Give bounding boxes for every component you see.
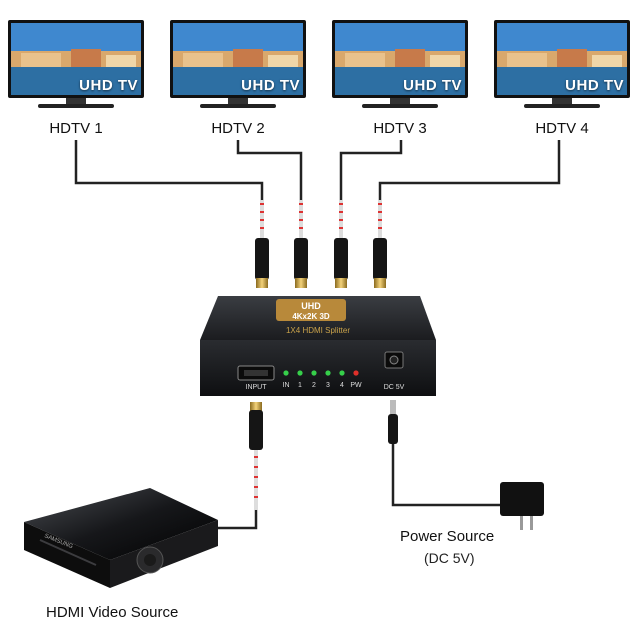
tv-screen: UHD TV <box>8 20 144 98</box>
led-pw <box>353 370 359 376</box>
splitter-model: 1X4 HDMI Splitter <box>286 326 350 335</box>
cable-power <box>391 444 500 507</box>
hdtv-2: UHD TV <box>170 20 306 110</box>
splitter-badge-line1: UHD <box>301 301 321 311</box>
tv-brand: UHD TV <box>241 77 300 94</box>
braided-cable-input <box>254 450 258 510</box>
hdmi-plug-4 <box>373 238 387 288</box>
led-label-2: 2 <box>312 382 316 389</box>
tv-picture <box>497 23 627 95</box>
led-indicators: IN 1 2 3 4 PW <box>283 370 362 389</box>
led-label-pw: PW <box>350 382 362 389</box>
hdtv-1-label: HDTV 1 <box>49 120 103 137</box>
dc-port-label: DC 5V <box>384 384 405 391</box>
tv-picture <box>173 23 303 95</box>
tv-screen: UHD TV <box>170 20 306 98</box>
led-4 <box>339 370 345 376</box>
tv-base <box>200 104 276 108</box>
hdtv-2-label: HDTV 2 <box>211 120 265 137</box>
cable-hdtv3 <box>339 140 403 200</box>
hdtv-4: UHD TV <box>494 20 630 110</box>
tv-base <box>38 104 114 108</box>
cable-video-source <box>215 510 258 530</box>
tv-base <box>362 104 438 108</box>
cable-hdtv2 <box>236 140 303 200</box>
hdtv-3: UHD TV <box>332 20 468 110</box>
tv-picture <box>11 23 141 95</box>
power-source-subtitle: (DC 5V) <box>424 550 475 566</box>
led-1 <box>297 370 303 376</box>
led-label-1: 1 <box>298 382 302 389</box>
power-adapter <box>500 482 544 530</box>
led-label-4: 4 <box>340 382 344 389</box>
video-source-label: HDMI Video Source <box>46 604 179 621</box>
hdmi-plug-2 <box>294 238 308 288</box>
cable-hdtv4 <box>378 140 561 200</box>
led-in <box>283 370 289 376</box>
input-port-label: INPUT <box>246 384 268 391</box>
hdtv-3-label: HDTV 3 <box>373 120 427 137</box>
tv-stand <box>390 98 410 104</box>
tv-base <box>524 104 600 108</box>
tv-brand: UHD TV <box>565 77 624 94</box>
dc-plug <box>388 400 398 444</box>
led-2 <box>311 370 317 376</box>
tv-screen: UHD TV <box>494 20 630 98</box>
hdmi-splitter: UHD 4Kx2K 3D 1X4 HDMI Splitter INPUT DC … <box>200 296 436 396</box>
cable-hdtv1 <box>74 140 264 200</box>
hdmi-plug-3 <box>334 238 348 288</box>
braided-cable-segments <box>260 200 382 238</box>
tv-picture <box>335 23 465 95</box>
led-label-in: IN <box>283 382 290 389</box>
led-3 <box>325 370 331 376</box>
led-label-3: 3 <box>326 382 330 389</box>
tv-stand <box>66 98 86 104</box>
tv-brand: UHD TV <box>403 77 462 94</box>
hdmi-plug-input <box>249 402 263 450</box>
hdtv-1: UHD TV <box>8 20 144 110</box>
hdmi-plug-1 <box>255 238 269 288</box>
power-source-title: Power Source <box>400 528 495 545</box>
splitter-badge-line2: 4Kx2K 3D <box>292 312 330 321</box>
video-player: SAMSUNG <box>24 488 218 588</box>
tv-screen: UHD TV <box>332 20 468 98</box>
tv-stand <box>552 98 572 104</box>
hdtv-4-label: HDTV 4 <box>535 120 589 137</box>
tv-brand: UHD TV <box>79 77 138 94</box>
tv-stand <box>228 98 248 104</box>
